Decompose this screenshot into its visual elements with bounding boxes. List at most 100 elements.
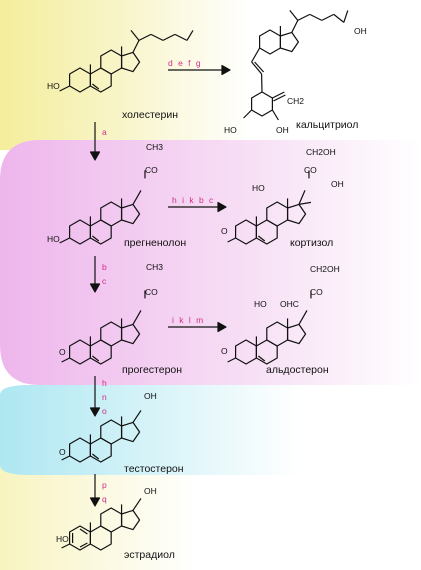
calcitriol-triene <box>251 47 261 63</box>
cortisol-ring-d <box>286 203 307 225</box>
calcitriol-triene <box>251 61 263 75</box>
calcitriol-oh-bond <box>271 109 279 121</box>
atom-label-ho: HO <box>47 234 60 244</box>
atom-label-co: CO <box>304 165 317 175</box>
compound-label-testosterone: тестостерон <box>124 463 184 475</box>
arrow-head-testosterone <box>89 407 101 417</box>
arrow-head-progesterone <box>89 283 101 293</box>
cortisol-oh-bond <box>298 201 312 205</box>
estradiol-ring-c <box>100 507 123 533</box>
atom-label-oh: OH <box>144 486 157 496</box>
calcitriol-ring-a <box>251 91 273 117</box>
cholesterol-chain <box>138 33 152 41</box>
aldosterone-double-bond <box>258 355 266 362</box>
progesterone-double-bond <box>92 355 100 362</box>
step-label-to-testosterone-1: h <box>102 378 109 388</box>
cholesterol-chain <box>186 30 194 41</box>
pregnenolone-double-bond <box>92 235 100 242</box>
atom-label-o: O <box>221 226 228 236</box>
atom-label-ch3: CH3 <box>146 262 164 272</box>
compound-label-pregnenolone: прегненолон <box>124 237 187 249</box>
cholesterol-chain <box>150 33 164 41</box>
atom-label-ho: HO <box>47 81 60 91</box>
cortisol-keto-bond <box>227 237 236 243</box>
step-label-to-estradiol-2: q <box>102 494 109 504</box>
testosterone-ring-c <box>100 419 123 445</box>
calcitriol-oh-bond <box>243 109 253 119</box>
calcitriol-methylene <box>272 91 285 99</box>
atom-label-co: CO <box>310 287 323 297</box>
pregnenolone-oh-bond <box>59 237 70 244</box>
cholesterol-chain <box>130 30 140 41</box>
compound-label-calcitriol: кальцитриол <box>296 119 359 131</box>
pregnenolone-ring-d <box>120 203 141 225</box>
step-label-to-progesterone-2: c <box>102 276 108 286</box>
progesterone-ring-c <box>100 321 123 347</box>
compound-label-progesterone: прогестерон <box>122 364 183 376</box>
atom-label-o: O <box>59 447 66 457</box>
step-label-to-cortisol: h i k b c <box>172 195 215 205</box>
cholesterol-ring-a <box>69 67 91 93</box>
estradiol-oh-bond <box>61 543 70 549</box>
estradiol-oh-bond <box>132 498 142 511</box>
atom-label-ch2oh: CH2OH <box>306 147 336 157</box>
atom-label-ch2: CH2 <box>287 96 305 106</box>
aldosterone-ring-a <box>235 339 257 365</box>
calcitriol-ring-c <box>259 29 281 55</box>
pregnenolone-side-chain <box>132 190 142 205</box>
atom-label-co: CO <box>145 165 158 175</box>
atom-label-ho: HO <box>56 534 69 544</box>
atom-label-ho: HO <box>224 125 237 135</box>
cortisol-side-chain <box>298 190 306 205</box>
calcitriol-chain <box>321 13 335 21</box>
compound-label-cholesterol: холестерин <box>122 109 178 121</box>
step-label-to-testosterone-2: n <box>102 392 109 402</box>
estradiol-ring-d <box>120 509 141 531</box>
calcitriol-chain <box>309 13 323 21</box>
atom-label-ch2oh: CH2OH <box>310 264 340 274</box>
calcitriol-chain <box>297 13 311 21</box>
arrow-head-calcitriol <box>221 64 231 76</box>
calcitriol-triene <box>254 61 265 73</box>
calcitriol-ring-d <box>279 31 299 53</box>
atom-label-o: O <box>221 346 228 356</box>
progesterone-ring-d <box>120 323 141 345</box>
calcitriol-methylene <box>273 94 286 102</box>
estradiol-arom <box>79 528 88 535</box>
progesterone-side-chain <box>132 310 142 325</box>
step-label-to-aldosterone: i k l m <box>172 315 205 325</box>
arrow-head-estradiol <box>89 497 101 507</box>
compound-label-estradiol: эстрадиол <box>124 549 175 561</box>
cholesterol-chain <box>162 33 176 41</box>
cholesterol-chain <box>174 33 188 41</box>
aldosterone-ring-d <box>286 323 307 345</box>
atom-label-ch3: CH3 <box>146 142 164 152</box>
cholesterol-double-bond <box>92 83 100 90</box>
atom-label-co: CO <box>145 287 158 297</box>
atom-label-ho: HO <box>252 183 265 193</box>
step-label-to-estradiol-1: p <box>102 480 109 490</box>
progesterone-ring-a <box>69 339 91 365</box>
step-label-to-calcitriol: d e f g <box>168 58 203 68</box>
estradiol-arom <box>79 542 88 548</box>
compound-label-cortisol: кортизол <box>290 237 334 249</box>
step-label-to-pregnenolone: a <box>102 127 109 137</box>
calcitriol-chain <box>289 10 299 21</box>
pregnenolone-ring-a <box>69 219 91 245</box>
arrow-head-pregnenolone <box>89 151 101 161</box>
calcitriol-chain <box>333 13 345 23</box>
calcitriol-chain <box>291 20 299 33</box>
arrow-head-aldosterone <box>217 321 227 333</box>
atom-label-oh: OH <box>331 179 344 189</box>
step-label-to-progesterone-1: b <box>102 262 109 272</box>
testosterone-ring-d <box>120 421 141 443</box>
atom-label-ohc: OHC <box>280 299 299 309</box>
cholesterol-ring-c <box>100 49 123 75</box>
atom-label-ho: HO <box>254 299 267 309</box>
arrow-head-cortisol <box>217 201 227 213</box>
cholesterol-ring-d <box>120 51 141 73</box>
pregnenolone-ring-c <box>100 201 123 227</box>
testosterone-double-bond <box>92 453 100 460</box>
